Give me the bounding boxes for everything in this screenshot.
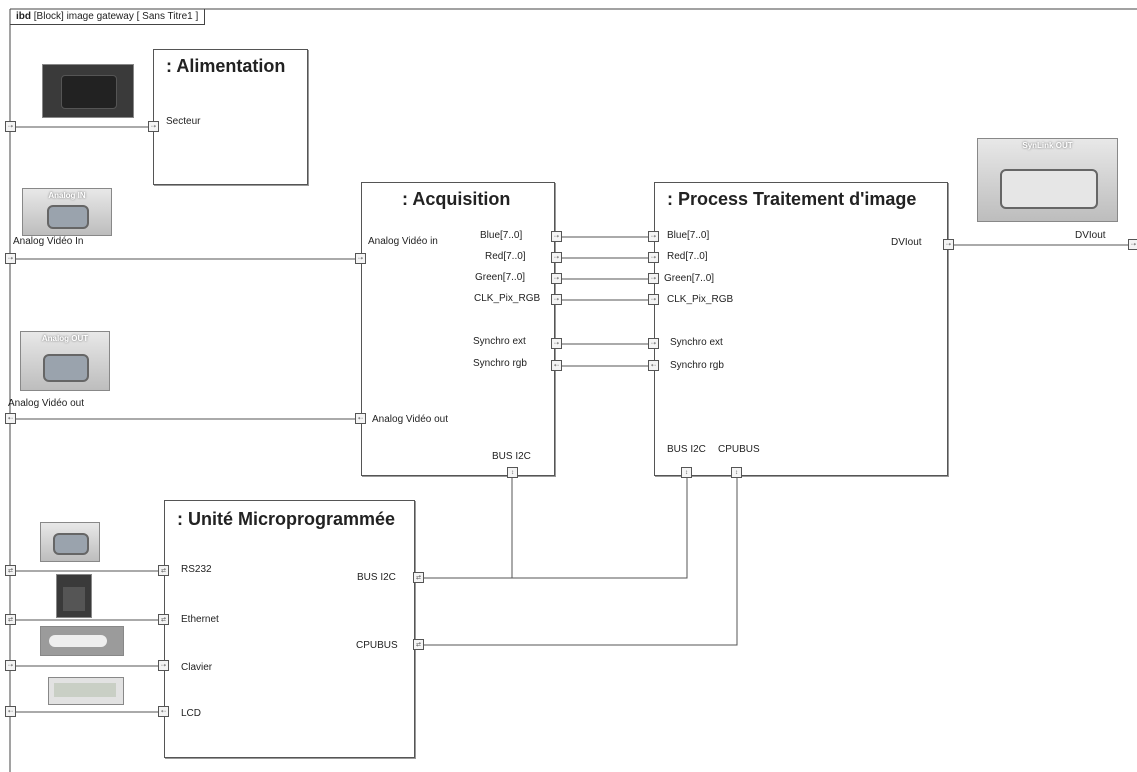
analog-out-connector-photo: Analog OUT	[20, 331, 110, 391]
frame-port-lcd[interactable]: ⇠	[5, 706, 16, 717]
port-acq-synchro-ext[interactable]: ⇢	[551, 338, 562, 349]
photo-caption: Analog OUT	[41, 334, 89, 343]
lcd-photo	[48, 677, 124, 705]
port-proc-bus-i2c[interactable]: ↕	[681, 467, 692, 478]
frame-port-analog-video-out[interactable]: ⇠	[5, 413, 16, 424]
port-proc-clk[interactable]: ⇢	[648, 294, 659, 305]
port-acq-red[interactable]: ⇢	[551, 252, 562, 263]
block-process-traitement[interactable]: : Process Traitement d'image	[654, 182, 948, 476]
port-proc-synchro-rgb[interactable]: ⇠	[648, 360, 659, 371]
port-unite-bus-i2c[interactable]: ⇄	[413, 572, 424, 583]
power-connector-photo	[42, 64, 134, 118]
block-title: : Unité Microprogrammée	[177, 509, 396, 529]
ethernet-connector-photo	[56, 574, 92, 618]
diagram-frame-tab: ibd [Block] image gateway [ Sans Titre1 …	[10, 9, 206, 25]
port-label-proc-bus-i2c: BUS I2C	[667, 444, 706, 455]
port-proc-blue[interactable]: ⇢	[648, 231, 659, 242]
port-proc-dvi-out[interactable]: ⇢	[943, 239, 954, 250]
port-analog-video-in[interactable]: ⇢	[355, 253, 366, 264]
block-title: : Acquisition	[402, 189, 511, 209]
port-rs232[interactable]: ⇄	[158, 565, 169, 576]
wire-bus-i2c-process	[420, 478, 688, 579]
port-label-bus-i2c-acquisition: BUS I2C	[492, 451, 531, 462]
port-label-proc-red: Red[7..0]	[667, 251, 708, 262]
port-label-rs232: RS232	[181, 564, 212, 575]
port-label-analog-video-out: Analog Vidéo out	[372, 414, 448, 425]
port-acq-synchro-rgb[interactable]: ⇠	[551, 360, 562, 371]
keyboard-photo	[40, 626, 124, 656]
block-unite-microprogrammee[interactable]: : Unité Microprogrammée	[164, 500, 415, 758]
port-unite-cpubus[interactable]: ⇄	[413, 639, 424, 650]
port-label-acq-clk: CLK_Pix_RGB	[474, 293, 541, 304]
port-clavier[interactable]: ⇢	[158, 660, 169, 671]
port-label-proc-cpubus: CPUBUS	[718, 444, 760, 455]
port-label-unite-cpubus: CPUBUS	[356, 640, 398, 651]
port-label-proc-synchro-rgb: Synchro rgb	[670, 360, 724, 371]
frame-port-ethernet[interactable]: ⇄	[5, 614, 16, 625]
frame-port-rs232[interactable]: ⇄	[5, 565, 16, 576]
frame-port-dvi-out[interactable]: ⇢	[1128, 239, 1137, 250]
port-label-analog-video-in: Analog Vidéo in	[368, 236, 438, 247]
block-acquisition[interactable]: : Acquisition	[361, 182, 555, 476]
frame-kind: ibd	[16, 11, 31, 22]
port-acq-blue[interactable]: ⇢	[551, 231, 562, 242]
label-analog-video-out: Analog Vidéo out	[8, 398, 84, 409]
dvi-connector-photo: SynLink OUT	[977, 138, 1118, 222]
port-label-acq-blue: Blue[7..0]	[480, 230, 523, 241]
port-proc-red[interactable]: ⇢	[648, 252, 659, 263]
port-label-clavier: Clavier	[181, 662, 213, 673]
port-secteur[interactable]: ⇢	[148, 121, 159, 132]
port-label-ethernet: Ethernet	[181, 614, 219, 625]
block-alimentation[interactable]: : Alimentation	[153, 49, 308, 185]
port-label-proc-blue: Blue[7..0]	[667, 230, 710, 241]
port-proc-synchro-ext[interactable]: ⇢	[648, 338, 659, 349]
port-label-acq-synchro-ext: Synchro ext	[473, 336, 526, 347]
label-analog-video-in: Analog Vidéo In	[13, 236, 84, 247]
port-acq-clk[interactable]: ⇢	[551, 294, 562, 305]
rs232-connector-photo	[40, 522, 100, 562]
photo-caption: SynLink OUT	[1022, 141, 1073, 150]
analog-in-connector-photo: Analog IN	[22, 188, 112, 236]
port-acq-green[interactable]: ⇢	[551, 273, 562, 284]
port-label-proc-clk: CLK_Pix_RGB	[667, 294, 734, 305]
port-label-proc-synchro-ext: Synchro ext	[670, 337, 723, 348]
port-label-acq-red: Red[7..0]	[485, 251, 526, 262]
port-lcd[interactable]: ⇠	[158, 706, 169, 717]
port-label-proc-green: Green[7..0]	[664, 273, 715, 284]
frame-port-secteur[interactable]: ⇢	[5, 121, 16, 132]
port-ethernet[interactable]: ⇄	[158, 614, 169, 625]
port-label-secteur: Secteur	[166, 116, 201, 127]
photo-caption: Analog IN	[48, 191, 86, 200]
frame-port-analog-video-in[interactable]: ⇢	[5, 253, 16, 264]
port-label-proc-dvi-out: DVIout	[891, 237, 922, 248]
label-dvi-out: DVIout	[1075, 230, 1106, 241]
port-label-acq-green: Green[7..0]	[475, 272, 526, 283]
port-proc-green[interactable]: ⇢	[648, 273, 659, 284]
block-title: : Alimentation	[166, 56, 286, 76]
wire-cpubus	[420, 478, 738, 646]
port-label-lcd: LCD	[181, 708, 202, 719]
frame-title: [Block] image gateway [ Sans Titre1 ]	[33, 11, 199, 22]
block-title: : Process Traitement d'image	[667, 189, 917, 209]
port-label-acq-synchro-rgb: Synchro rgb	[473, 358, 527, 369]
frame-port-clavier[interactable]: ⇢	[5, 660, 16, 671]
port-bus-i2c-acquisition[interactable]: ↕	[507, 467, 518, 478]
port-label-unite-bus-i2c: BUS I2C	[357, 572, 396, 583]
port-proc-cpubus[interactable]: ↕	[731, 467, 742, 478]
port-analog-video-out[interactable]: ⇠	[355, 413, 366, 424]
